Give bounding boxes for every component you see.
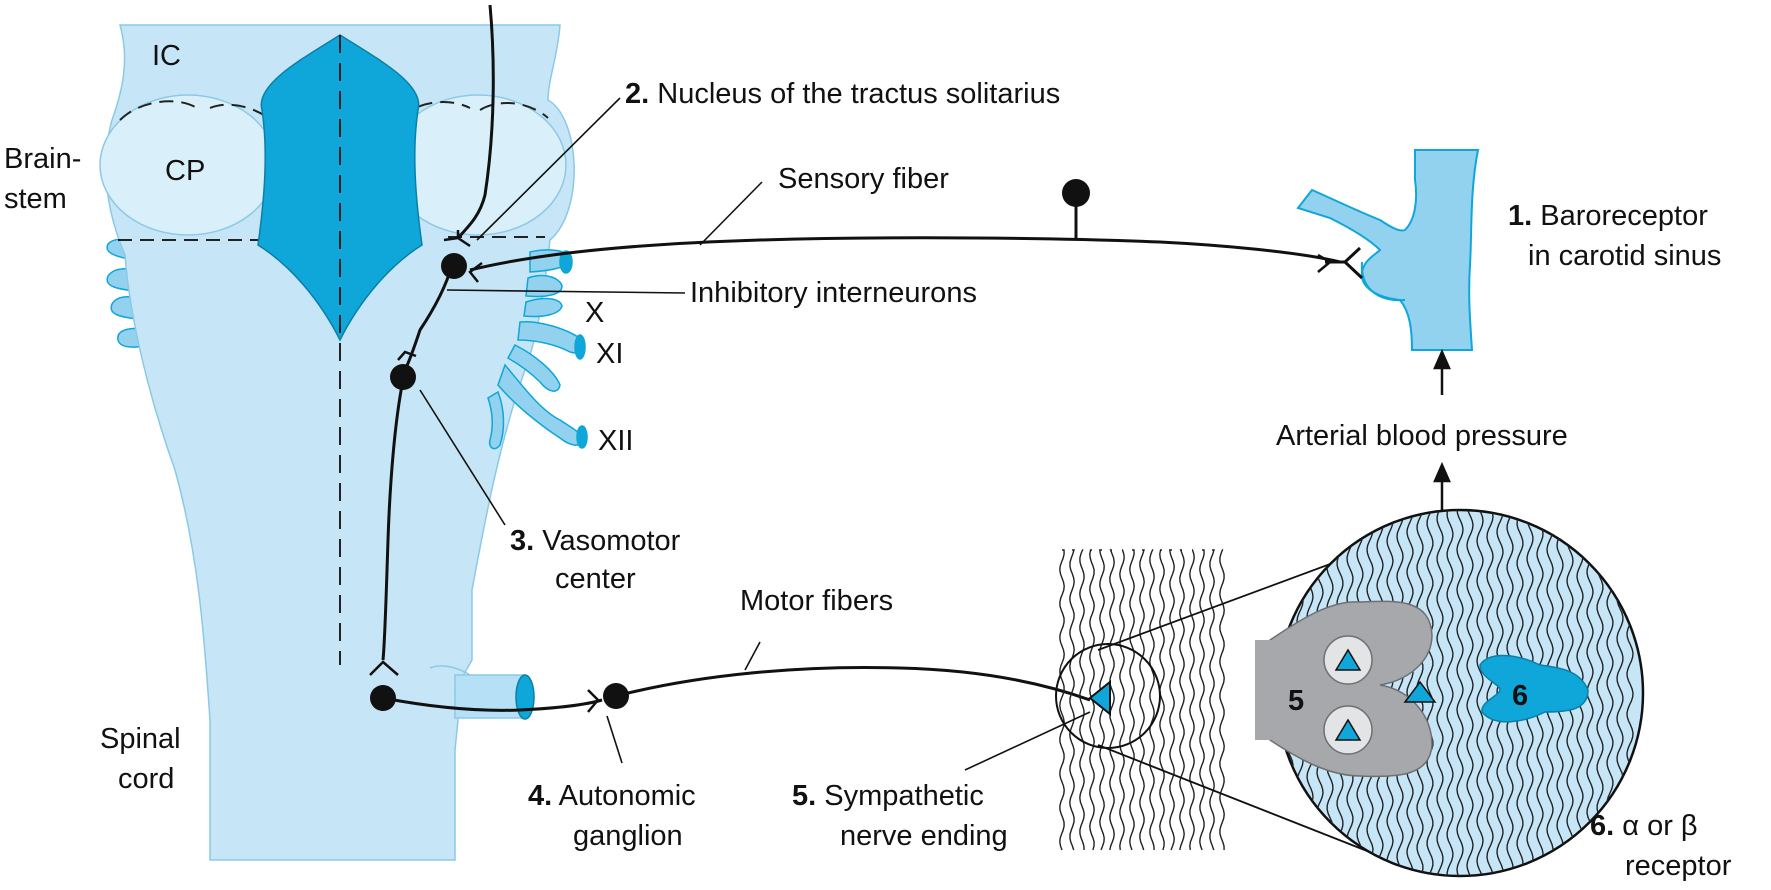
vessel-wall-fiber [1109, 549, 1115, 851]
vessel-wall-fiber [1149, 549, 1155, 851]
label-6-line2: receptor [1625, 850, 1732, 882]
label-4-line2: ganglion [573, 820, 683, 852]
leader-lines [419, 97, 1091, 771]
vessel-wall-fiber [1079, 549, 1085, 851]
vessel-wall-fiber [1199, 549, 1205, 851]
label-3-line1: 3. Vasomotor [510, 525, 681, 557]
vessel-wall-fiber [1129, 549, 1135, 851]
sympathetic-ending-triangle [1088, 679, 1111, 717]
vessel-wall-fiber [1139, 549, 1145, 851]
neural-pathways [381, 4, 1341, 712]
receptor-inset [1255, 508, 1645, 878]
descending-tract-line [456, 4, 495, 240]
nerve-x-label: X [585, 297, 604, 329]
arrow-up-icon [1433, 461, 1451, 483]
label-6-line1: 6. α or β [1590, 810, 1698, 842]
sensory-fiber-line [469, 236, 1341, 272]
inset-wall-fiber [1446, 510, 1454, 876]
vessel-wall-fiber [1209, 549, 1215, 851]
label-3-line2: center [555, 563, 636, 595]
transmitter-triangle [1334, 648, 1362, 671]
label-1-line1: 1. Baroreceptor [1508, 200, 1708, 232]
inset-label-5: 5 [1288, 685, 1304, 717]
ganglion-neuron [603, 683, 629, 709]
baroreceptor-ending [1325, 246, 1364, 280]
interneuron-line [403, 264, 454, 371]
sensory-fiber-label: Sensory fiber [778, 163, 949, 195]
carotid-sinus-bulge [1360, 261, 1406, 302]
neuron-cell-bodies [370, 179, 1090, 711]
brainstem-label-line2: stem [4, 183, 67, 215]
released-transmitter-triangle [1403, 680, 1437, 703]
sensory-ganglion-neuron [1062, 179, 1090, 207]
inset-wall-fiber [1456, 510, 1464, 876]
inset-wall-fiber [1466, 510, 1474, 876]
cp-label: CP [165, 155, 205, 187]
vasomotor-neuron [390, 364, 416, 390]
nerve-xii-label: XII [598, 425, 633, 457]
motor-fibers-label: Motor fibers [740, 585, 893, 617]
motor-fiber-line [619, 665, 1091, 702]
carotid-artery [1296, 149, 1480, 351]
label-4-line1: 4. Autonomic [528, 780, 696, 812]
nerve-xi-label: XI [596, 338, 623, 370]
inset-wall-fiber [1436, 510, 1444, 876]
inset-wall-fiber [1486, 510, 1494, 876]
spinal-preganglionic-neuron [370, 685, 396, 711]
vessel-wall-fiber [1069, 549, 1075, 851]
brainstem-label-line1: Brain- [4, 143, 81, 175]
vessel-wall-fiber [1179, 549, 1185, 851]
inhibitory-interneurons-label: Inhibitory interneurons [690, 277, 977, 309]
alpha-beta-receptor [1479, 654, 1589, 723]
label-1-line2: in carotid sinus [1528, 240, 1721, 272]
vessel-wall-fiber [1059, 549, 1065, 851]
pressure-arrows [1433, 348, 1451, 525]
vessel-wall-fibers [1059, 549, 1225, 851]
label-5-line2: nerve ending [840, 820, 1008, 852]
inset-wall-fiber [1396, 510, 1404, 876]
spinal-cord-label-line2: cord [118, 763, 174, 795]
inset-wall-fiber [1406, 510, 1414, 876]
vasomotor-descending-line [381, 379, 405, 661]
inset-wall-fiber [1496, 510, 1504, 876]
text-labels: IC CP Brain- stem Spinal cord X XI XII 2… [4, 40, 1732, 882]
vessel-wall-fiber [1219, 549, 1225, 851]
arrow-up-icon [1433, 348, 1451, 370]
transmitter-triangle [1334, 718, 1362, 741]
arterial-bp-label: Arterial blood pressure [1276, 420, 1568, 452]
inset-label-6: 6 [1512, 680, 1528, 712]
spinal-cord-label-line1: Spinal [100, 723, 181, 755]
label-2: 2. Nucleus of the tractus solitarius [625, 78, 1060, 110]
nts-neuron [441, 253, 467, 279]
vessel-wall-fiber [1159, 549, 1165, 851]
vessel-wall-fiber [1168, 549, 1175, 851]
carotid-sinus [1296, 149, 1480, 351]
vessel-wall-fiber [1189, 549, 1195, 851]
inset-wall-fiber [1426, 510, 1434, 876]
label-5-line1: 5. Sympathetic [792, 780, 984, 812]
ic-label: IC [152, 40, 181, 72]
nerve-terminal-varicosity [1269, 600, 1433, 778]
inset-wall-fiber [1476, 510, 1484, 876]
preganglionic-line [382, 696, 603, 712]
vessel-wall-fiber [1119, 549, 1125, 851]
